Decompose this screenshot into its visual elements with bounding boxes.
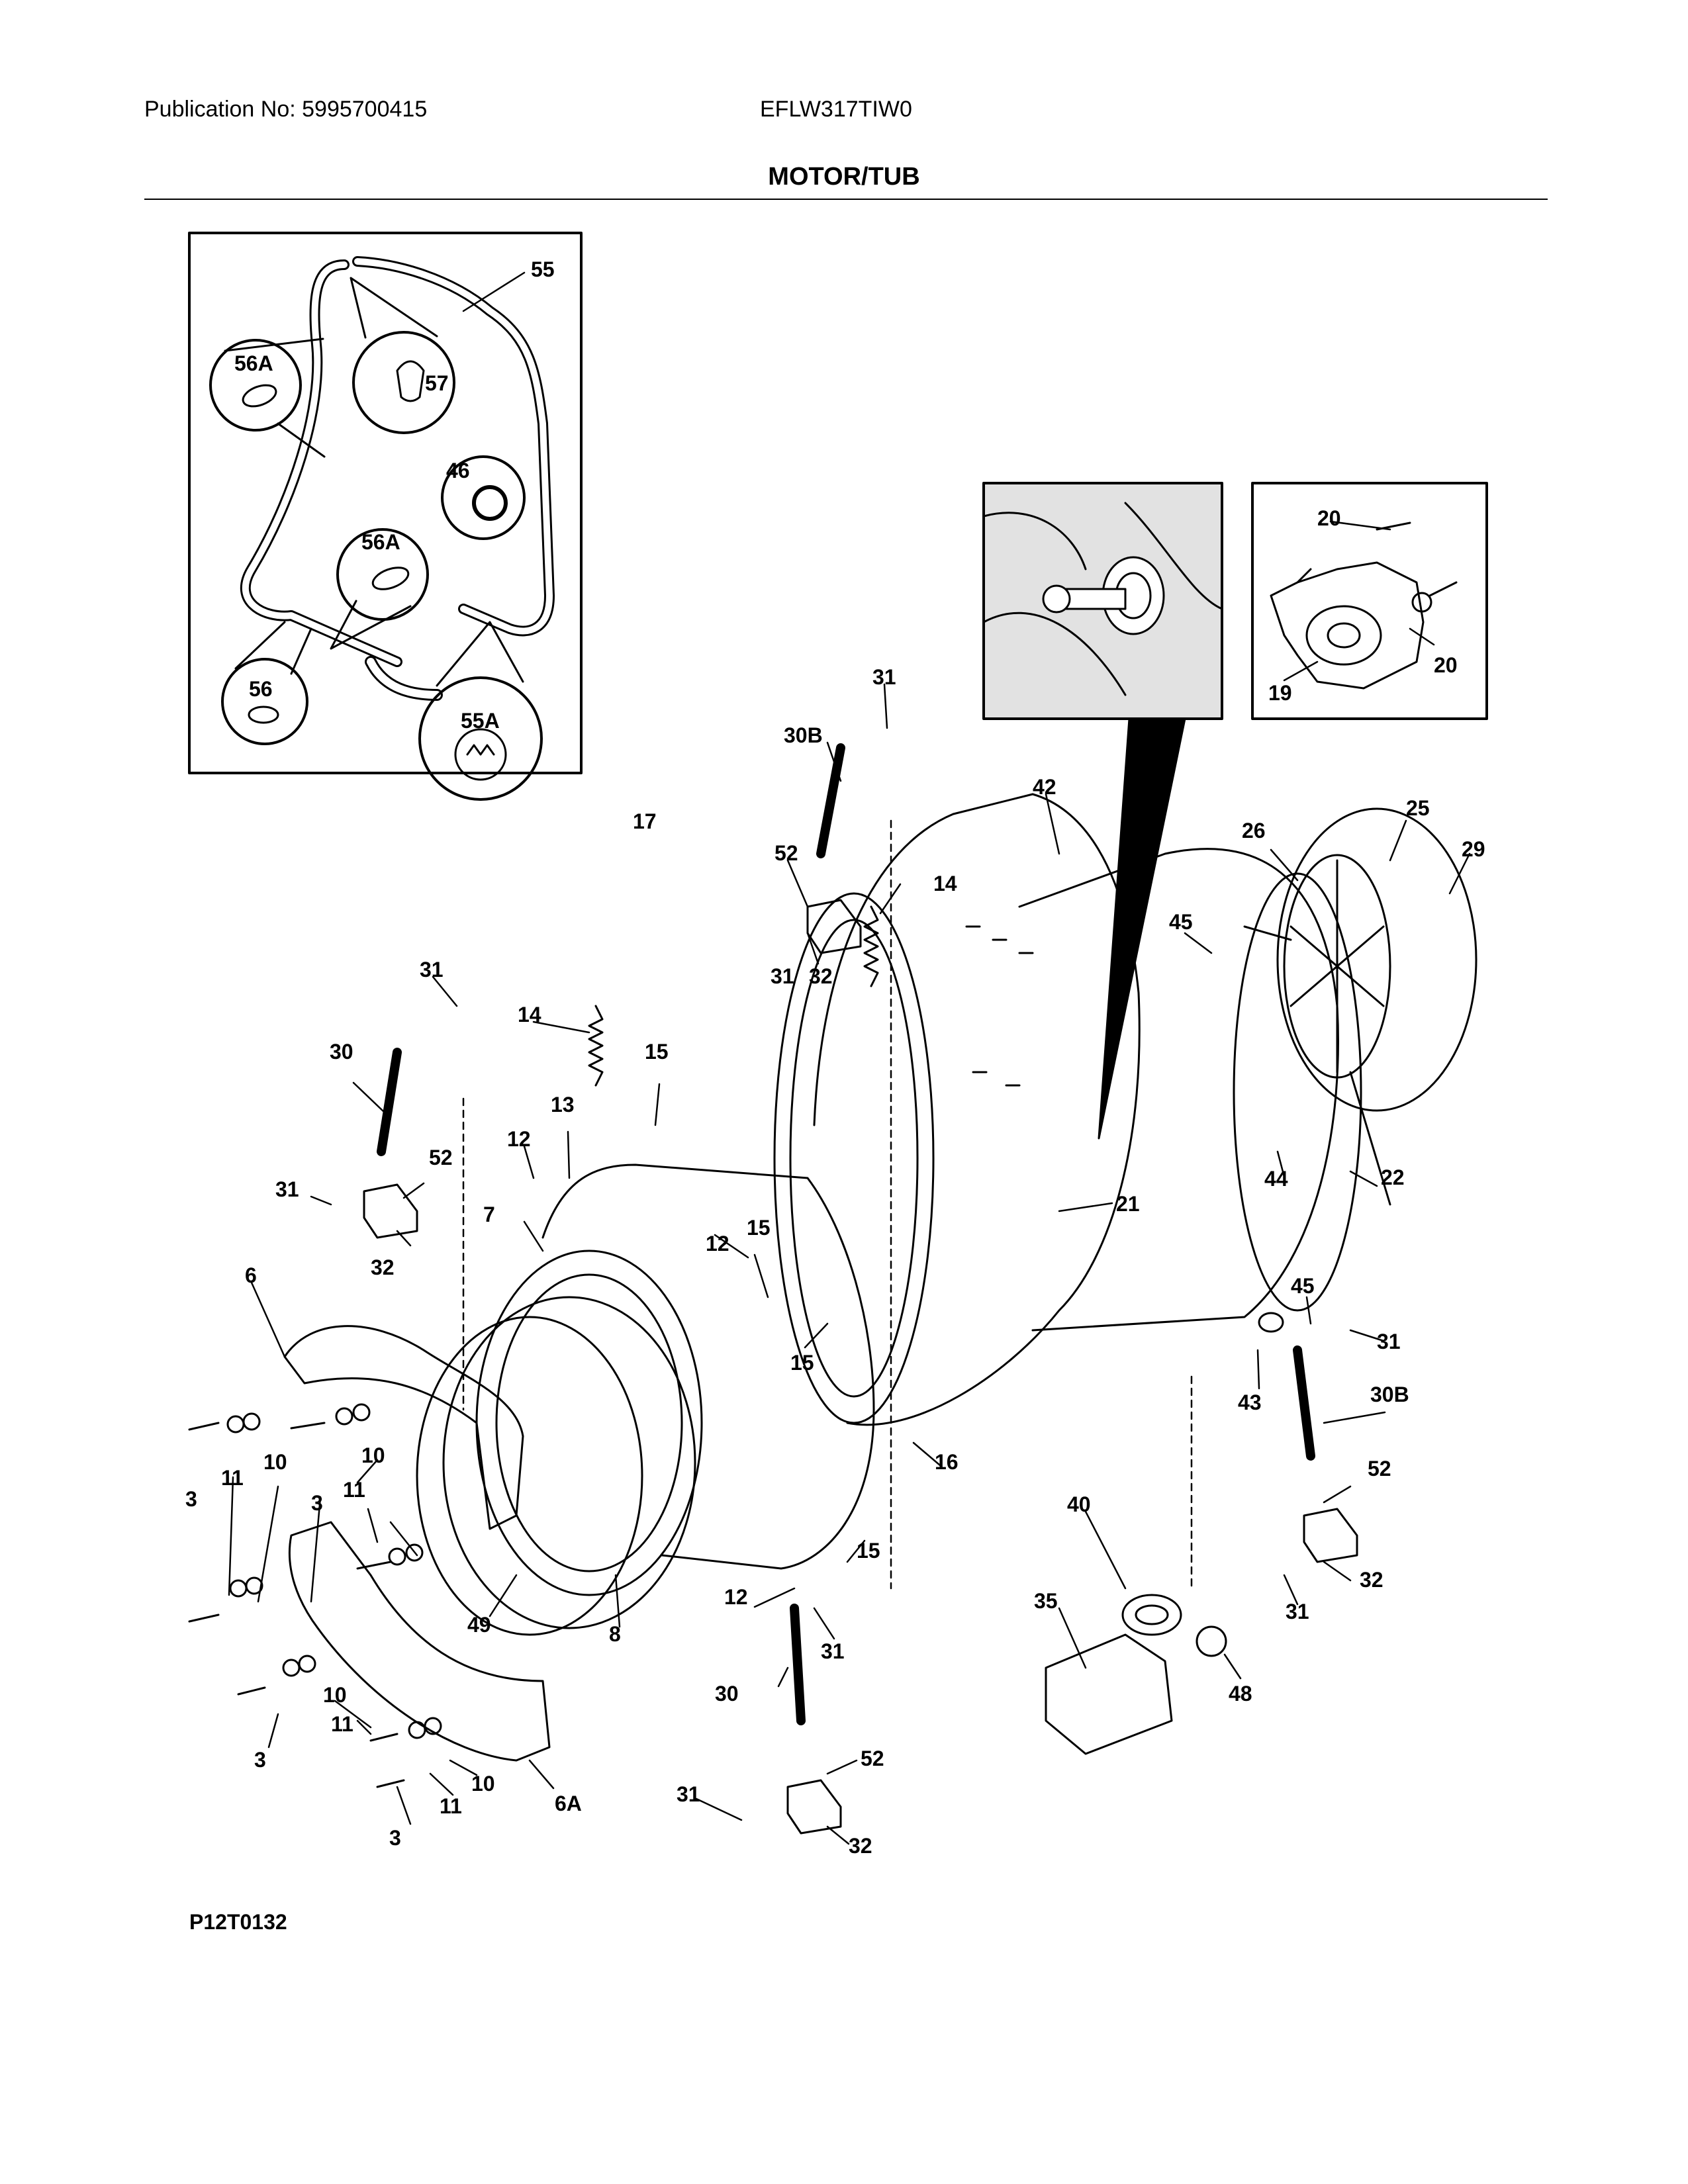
label-31-left2: 31 — [275, 1177, 299, 1201]
label-11-b: 11 — [343, 1478, 365, 1502]
label-44: 44 — [1264, 1167, 1288, 1191]
diagram-reference-code: P12T0132 — [189, 1910, 287, 1934]
label-16: 16 — [935, 1450, 959, 1474]
label-11-a: 11 — [221, 1466, 244, 1490]
label-45-top: 45 — [1169, 910, 1193, 934]
label-15-bot: 15 — [857, 1539, 880, 1563]
label-31-right: 31 — [1377, 1330, 1401, 1353]
label-40: 40 — [1067, 1492, 1091, 1516]
label-7: 7 — [483, 1203, 495, 1226]
title-rule — [144, 199, 1548, 200]
label-12-a: 12 — [507, 1127, 531, 1151]
label-11-d: 11 — [440, 1794, 462, 1818]
label-21: 21 — [1116, 1192, 1140, 1216]
label-32-top: 32 — [809, 964, 833, 988]
label-30-left: 30 — [330, 1040, 353, 1064]
label-45-low: 45 — [1291, 1274, 1315, 1298]
label-52-low: 52 — [861, 1747, 884, 1770]
label-3-d: 3 — [389, 1826, 401, 1850]
hose-kit-inset — [188, 232, 583, 801]
label-10-d: 10 — [471, 1772, 495, 1796]
label-15-mid: 15 — [747, 1216, 771, 1240]
label-31-right2: 31 — [1286, 1600, 1309, 1623]
label-42: 42 — [1033, 775, 1056, 799]
label-12-b: 12 — [706, 1232, 729, 1255]
label-30-low: 30 — [715, 1682, 739, 1706]
tub-assembly — [188, 743, 1477, 1835]
label-6: 6 — [245, 1263, 257, 1287]
label-55: 55 — [531, 257, 555, 281]
label-15-low: 15 — [790, 1351, 814, 1375]
label-48: 48 — [1229, 1682, 1252, 1706]
label-30b-top: 30B — [784, 723, 823, 747]
label-3-b: 3 — [311, 1491, 323, 1515]
label-10-c: 10 — [323, 1683, 347, 1707]
motor-inset — [1251, 482, 1488, 720]
label-52-right: 52 — [1368, 1457, 1391, 1480]
label-14-left: 14 — [518, 1003, 541, 1026]
label-52-left: 52 — [429, 1146, 453, 1169]
label-20-right: 20 — [1434, 653, 1458, 677]
label-31-low: 31 — [821, 1639, 845, 1663]
label-10-b: 10 — [361, 1443, 385, 1467]
label-3-a: 3 — [185, 1487, 197, 1511]
label-13: 13 — [551, 1093, 575, 1116]
label-43: 43 — [1238, 1390, 1262, 1414]
label-55a: 55A — [461, 709, 500, 733]
label-56a-mid: 56A — [361, 530, 400, 554]
label-30b-right: 30B — [1370, 1383, 1409, 1406]
label-57: 57 — [425, 371, 449, 395]
publication-number: Publication No: 5995700415 — [144, 97, 428, 122]
label-14-right: 14 — [933, 872, 957, 895]
label-10-a: 10 — [263, 1450, 287, 1474]
page-title: MOTOR/TUB — [768, 163, 920, 191]
label-56: 56 — [249, 677, 273, 701]
label-15-top: 15 — [645, 1040, 669, 1064]
label-20-top: 20 — [1317, 506, 1341, 530]
label-49: 49 — [467, 1613, 491, 1637]
model-number: EFLW317TIW0 — [760, 97, 912, 122]
label-46: 46 — [446, 459, 470, 482]
label-6a: 6A — [555, 1792, 582, 1815]
label-31-left: 31 — [420, 958, 444, 981]
label-26: 26 — [1242, 819, 1266, 842]
leader-lines — [228, 271, 1471, 1845]
label-32-left: 32 — [371, 1255, 395, 1279]
label-3-c: 3 — [254, 1748, 266, 1772]
label-12-c: 12 — [724, 1585, 748, 1609]
label-11-c: 11 — [331, 1712, 353, 1736]
label-31-bot: 31 — [677, 1782, 700, 1806]
label-31-mid: 31 — [771, 964, 794, 988]
label-29: 29 — [1462, 837, 1485, 861]
label-35: 35 — [1034, 1589, 1058, 1613]
label-22: 22 — [1381, 1165, 1405, 1189]
label-17: 17 — [633, 809, 657, 833]
label-8: 8 — [609, 1622, 621, 1646]
label-52-top: 52 — [774, 841, 798, 865]
label-56a-top: 56A — [234, 351, 273, 375]
label-19: 19 — [1268, 681, 1292, 705]
label-32-right: 32 — [1360, 1568, 1383, 1592]
label-25: 25 — [1406, 796, 1430, 820]
label-32-bot: 32 — [849, 1834, 872, 1858]
bearing-detail-inset — [982, 482, 1223, 1140]
label-31-top: 31 — [872, 665, 896, 689]
